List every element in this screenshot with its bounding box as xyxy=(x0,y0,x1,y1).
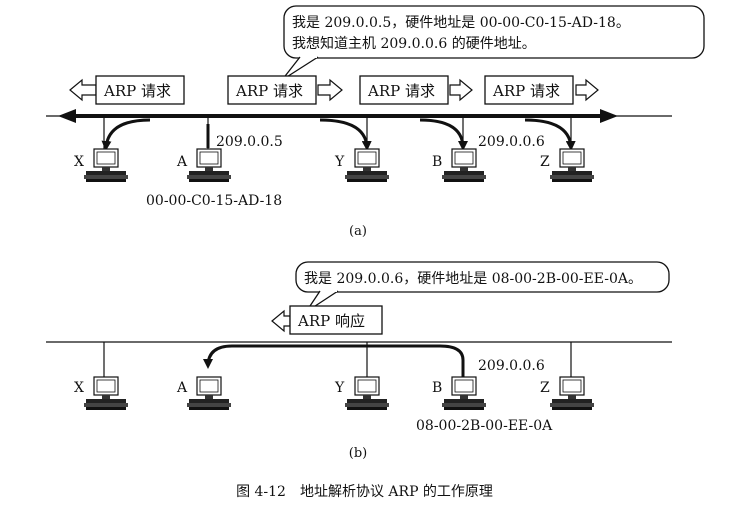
host-a-a: A xyxy=(176,148,232,183)
speech-bubble-a: 我是 209.0.0.5，硬件地址是 00-00-C0-15-AD-18。 我想… xyxy=(281,5,705,81)
host-z-b: Z xyxy=(540,376,595,411)
arp-request-box-4: ARP 请求 xyxy=(484,75,599,105)
host-b-label-a: B xyxy=(432,154,442,170)
host-y-b: Y xyxy=(334,376,390,411)
bubble-a-line1: 我是 209.0.0.5，硬件地址是 00-00-C0-15-AD-18。 xyxy=(292,15,630,31)
panel-label-a: (a) xyxy=(349,224,367,239)
speech-bubble-b: 我是 209.0.0.6，硬件地址是 08-00-2B-00-EE-0A。 xyxy=(295,261,670,313)
arp-response-box: ARP 响应 xyxy=(271,305,383,335)
response-arrow-b xyxy=(203,344,465,378)
host-a-b: A xyxy=(176,376,232,411)
host-x-b: X xyxy=(74,376,129,411)
host-y-label-a: Y xyxy=(334,154,345,170)
host-y-a: Y xyxy=(334,148,390,183)
bubble-a-line2: 我想知道主机 209.0.0.6 的硬件地址。 xyxy=(292,35,536,52)
figure-caption: 图 4-12 地址解析协议 ARP 的工作原理 xyxy=(236,484,493,500)
host-z-a: Z xyxy=(540,148,595,183)
host-a-label-b: A xyxy=(176,380,188,396)
mac-b-label: 08-00-2B-00-EE-0A xyxy=(416,418,553,434)
arp-request-label-3: ARP 请求 xyxy=(367,82,435,100)
ip-b-label-b: 209.0.0.6 xyxy=(478,358,545,374)
arp-request-label-1: ARP 请求 xyxy=(103,82,171,100)
ip-a-label: 209.0.0.5 xyxy=(216,134,283,150)
host-z-label-a: Z xyxy=(540,154,550,170)
host-x-label-b: X xyxy=(74,380,84,396)
host-y-label-b: Y xyxy=(334,380,345,396)
host-b-label-b: B xyxy=(432,380,442,396)
arp-response-label: ARP 响应 xyxy=(297,312,365,330)
arp-request-box-3: ARP 请求 xyxy=(359,75,473,105)
bubble-b-line1: 我是 209.0.0.6，硬件地址是 08-00-2B-00-EE-0A。 xyxy=(304,271,642,287)
mac-a-label: 00-00-C0-15-AD-18 xyxy=(146,193,282,209)
ip-b-label-a: 209.0.0.6 xyxy=(478,134,545,150)
arp-request-box-1: ARP 请求 xyxy=(69,75,185,105)
panel-label-b: (b) xyxy=(348,446,368,461)
host-a-label-a: A xyxy=(176,154,188,170)
host-x-label-a: X xyxy=(74,154,84,170)
host-z-label-b: Z xyxy=(540,380,550,396)
host-x-a: X xyxy=(74,148,129,183)
arp-request-box-2: ARP 请求 xyxy=(227,75,343,105)
arp-request-label-2: ARP 请求 xyxy=(235,82,303,100)
host-b-b: B xyxy=(432,376,487,411)
network-bus-a xyxy=(46,109,672,123)
arp-request-label-4: ARP 请求 xyxy=(492,82,560,100)
host-b-a: B xyxy=(432,148,487,183)
